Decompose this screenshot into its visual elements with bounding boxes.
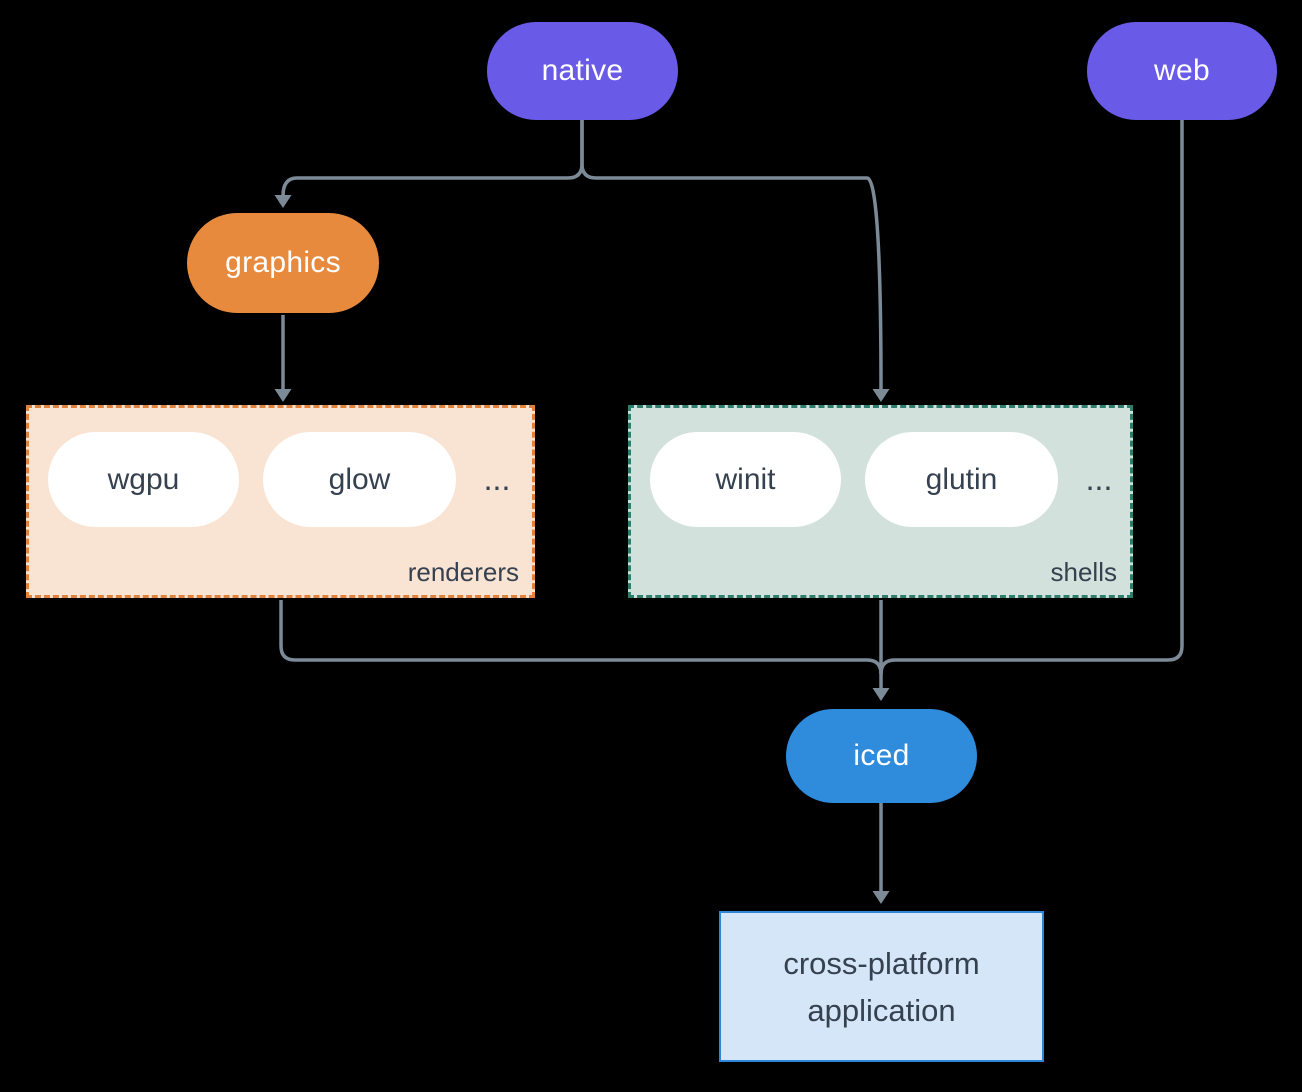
arrowhead-graphics <box>274 195 292 208</box>
node-web-label: web <box>1154 54 1210 87</box>
node-iced-label: iced <box>853 739 910 772</box>
app-box-label-line1: cross-platform <box>783 945 980 981</box>
pill-wgpu: wgpu <box>48 432 239 527</box>
node-native: native <box>487 22 678 120</box>
shells-ellipsis: ... <box>1085 461 1113 497</box>
pill-glow: glow <box>263 432 456 527</box>
pill-winit-label: winit <box>715 462 776 496</box>
pill-glow-label: glow <box>328 462 391 496</box>
pill-glutin-label: glutin <box>925 462 998 496</box>
pill-winit: winit <box>650 432 841 527</box>
edge-renderers-to-merge <box>279 600 883 675</box>
shells-group-label: shells <box>1050 557 1117 587</box>
arrowhead-renderers <box>274 389 292 402</box>
app-box: cross-platform application <box>719 911 1044 1062</box>
arrowhead-shells <box>872 389 890 402</box>
group-shells: winit glutin ... shells <box>628 405 1133 598</box>
arrowhead-iced <box>872 688 890 701</box>
arrowhead-app <box>872 891 890 904</box>
renderers-group-label: renderers <box>407 557 519 587</box>
node-iced: iced <box>786 709 977 803</box>
renderers-ellipsis: ... <box>483 461 511 497</box>
group-renderers: wgpu glow ... renderers <box>26 405 535 598</box>
edge-native-to-graphics <box>281 120 584 197</box>
node-graphics: graphics <box>187 213 379 313</box>
node-graphics-label: graphics <box>225 246 341 279</box>
pill-glutin: glutin <box>865 432 1058 527</box>
node-web: web <box>1087 22 1277 120</box>
node-native-label: native <box>541 54 624 87</box>
pill-wgpu-label: wgpu <box>107 462 180 496</box>
edge-native-to-shells <box>580 120 883 391</box>
app-box-label-line2: application <box>807 992 956 1028</box>
